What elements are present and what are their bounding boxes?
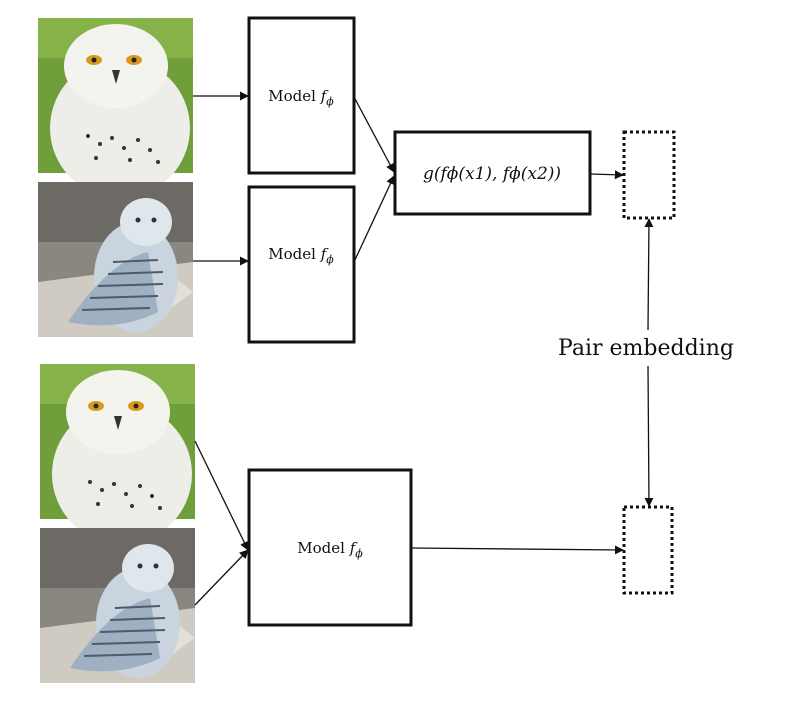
arrow-model2-to-aggregator [353, 175, 395, 263]
arrow-aggregator-to-embedding [589, 170, 624, 180]
model-box-top-2-label: Model fϕ [268, 245, 334, 266]
arrow-compare-up [644, 218, 654, 331]
owl-image-bottom-1 [40, 364, 195, 544]
pair-embedding-label: Pair embedding [558, 336, 734, 361]
owl-image-top-1 [38, 18, 193, 198]
arrow-bottom-model-to-embedding [410, 545, 624, 555]
model-box-bottom [247, 468, 413, 627]
owl-image-bottom-2 [40, 528, 195, 683]
model-box-bottom-label: Model fϕ [297, 539, 363, 560]
aggregator-box [393, 130, 592, 216]
arrows [193, 91, 654, 606]
arrow-image3-to-bottom-model [194, 440, 249, 551]
model-box-top-1-label: Model fϕ [268, 87, 334, 108]
arrow-model1-to-aggregator [353, 96, 395, 173]
arrow-image4-to-bottom-model [194, 549, 249, 606]
owl-image-top-2 [38, 182, 193, 337]
model-box-top-1 [247, 16, 356, 175]
pair-embedding-box-top [622, 130, 676, 220]
pair-embedding-box-bottom [622, 505, 674, 595]
arrow-compare-down [644, 365, 654, 507]
model-box-top-2 [247, 185, 356, 344]
aggregator-label: g(fϕ(x1), fϕ(x2)) [423, 164, 561, 184]
